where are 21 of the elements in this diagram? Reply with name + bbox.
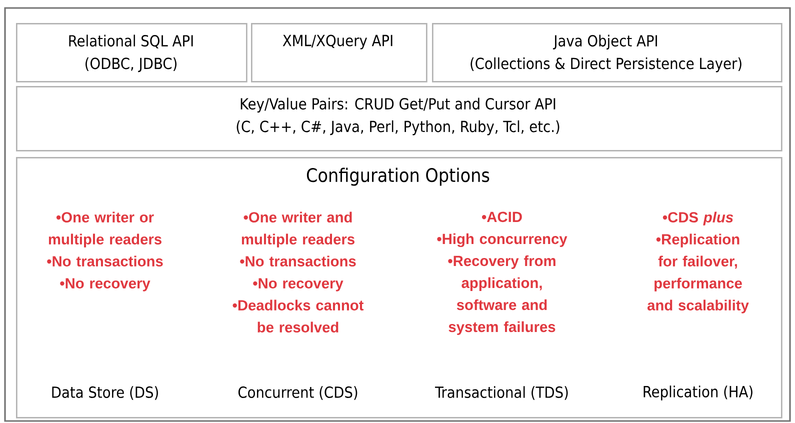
bullet-point: •CDS plus: [662, 212, 734, 226]
api-box: Key/Value Pairs: CRUD Get/Put and Cursor API (C, C++, C#, Java, Perl, Python, Ruby, Tcl, etc.): [16, 86, 782, 152]
bullet-point: •One writer and multiple readers: [242, 212, 354, 248]
outer-frame: [4, 7, 791, 422]
api-box: Java Object API (Collections & Direct Persistence Layer): [432, 23, 782, 82]
column-label: Replication (HA): [644, 386, 752, 400]
bullet-point: •Deadlocks cannot be resolved: [232, 300, 364, 332]
column-label: Concurrent (CDS): [238, 386, 358, 400]
bullet-point: •No recovery: [60, 278, 150, 292]
column-label: Transactional (TDS): [435, 386, 568, 400]
bullet-point: •Replication for failover, performance and scalability: [648, 234, 749, 314]
bullet-point: •No transactions: [240, 256, 356, 266]
bullet-point: •No transactions: [47, 256, 163, 266]
bullet-point: •No recovery: [253, 278, 344, 292]
column-label: Data Store (DS): [52, 386, 158, 400]
api-box: XML/XQuery API: [251, 23, 428, 82]
api-box: Relational SQL API (ODBC, JDBC): [16, 23, 248, 82]
bullet-point: •Recovery from application, software and system failures: [448, 255, 556, 335]
bullet-point: •ACID: [482, 212, 522, 222]
bullet-point: •High concurrency: [437, 233, 568, 248]
bullet-point: •One writer or multiple readers: [48, 212, 162, 248]
